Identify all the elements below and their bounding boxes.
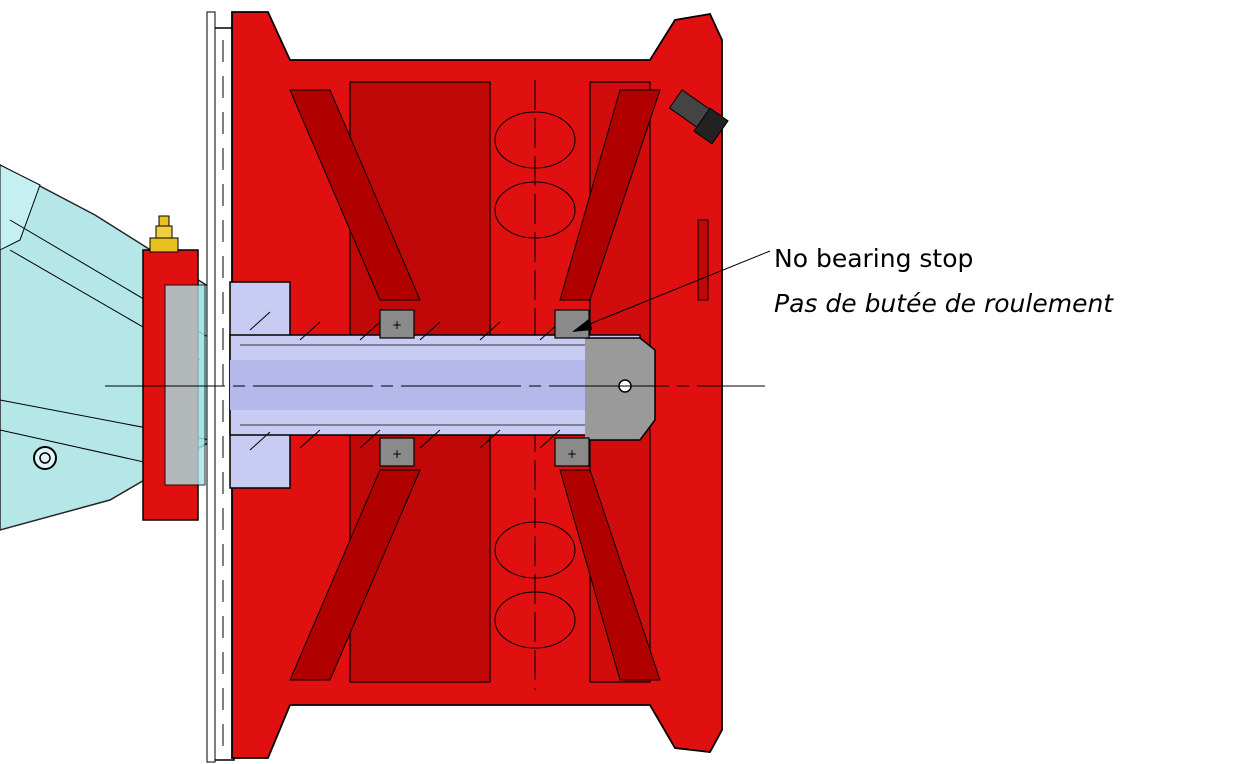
svg-text:+: +	[392, 447, 402, 461]
tyre-valve	[668, 89, 729, 145]
svg-text:+: +	[392, 318, 402, 332]
annotation-leader	[572, 250, 771, 332]
svg-text:+: +	[567, 447, 577, 461]
annotation-french: Pas de butée de roulement	[774, 289, 1114, 318]
brake-disc	[206, 11, 235, 763]
annotation-english: No bearing stop	[774, 244, 974, 273]
hub-carrier	[142, 249, 206, 521]
axle	[105, 281, 765, 489]
grease-nipple	[149, 215, 179, 253]
